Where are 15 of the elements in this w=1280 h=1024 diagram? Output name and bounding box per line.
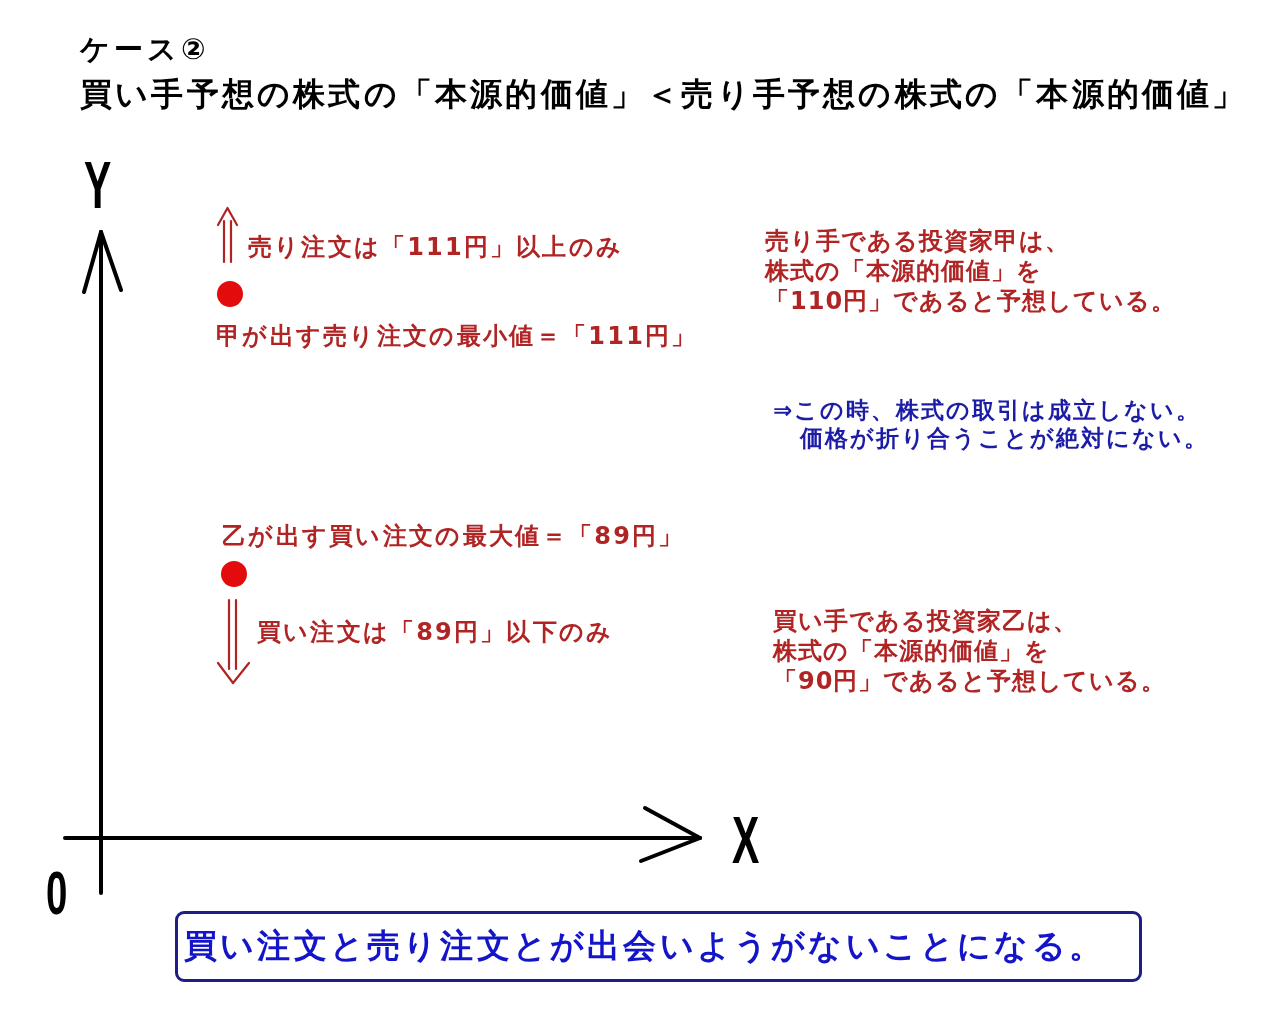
origin-label: 0 (46, 862, 68, 924)
axis-label: X (732, 807, 760, 873)
note-text: 買い手である投資家乙は、株式の「本源的価値」を「90円」であると予想している。 (773, 606, 1167, 696)
note-text: 売り手である投資家甲は、株式の「本源的価値」を「110円」であると予想している。 (765, 226, 1177, 316)
title: ケース② (80, 31, 210, 68)
heading: 買い手予想の株式の「本源的価値」＜売り手予想の株式の「本源的価値」 (80, 74, 1248, 114)
dot-icon (217, 281, 243, 307)
note-text: 買い注文は「89円」以下のみ (257, 617, 614, 647)
dot-icon (221, 561, 247, 587)
axis-label: Y (84, 152, 112, 218)
note-text: 売り注文は「111円」以上のみ (248, 232, 624, 262)
callout-box: 買い注文と売り注文とが出会いようがないことになる。 (175, 911, 1142, 982)
dot-caption: 甲が出す売り注文の最小値＝「111円」 (216, 321, 698, 351)
note-text: ⇒この時、株式の取引は成立しない。価格が折り合うことが絶対にない。 (773, 396, 1209, 452)
dot-caption: 乙が出す買い注文の最大値＝「89円」 (222, 521, 685, 551)
